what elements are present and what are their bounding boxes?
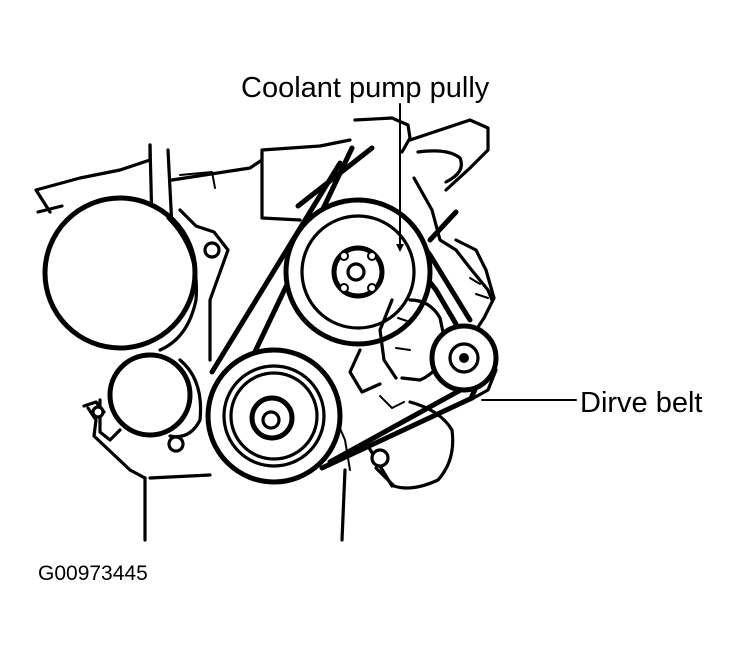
engine-block-outline [34, 116, 498, 542]
coolant-pump-pulley [283, 197, 433, 347]
drive-belt-label: Dirve belt [580, 387, 703, 419]
tensioner-pulley [429, 323, 499, 393]
coolant-pump-pulley-label: Coolant pump pully [241, 72, 490, 104]
alternator-pulley [42, 195, 199, 352]
leader-lines [396, 103, 577, 401]
crankshaft-pulley [205, 347, 343, 485]
idler-pulley-left [107, 352, 203, 439]
pump-housing [348, 298, 455, 490]
block-bolts [91, 241, 221, 453]
figure-code-label: G00973445 [38, 562, 148, 585]
